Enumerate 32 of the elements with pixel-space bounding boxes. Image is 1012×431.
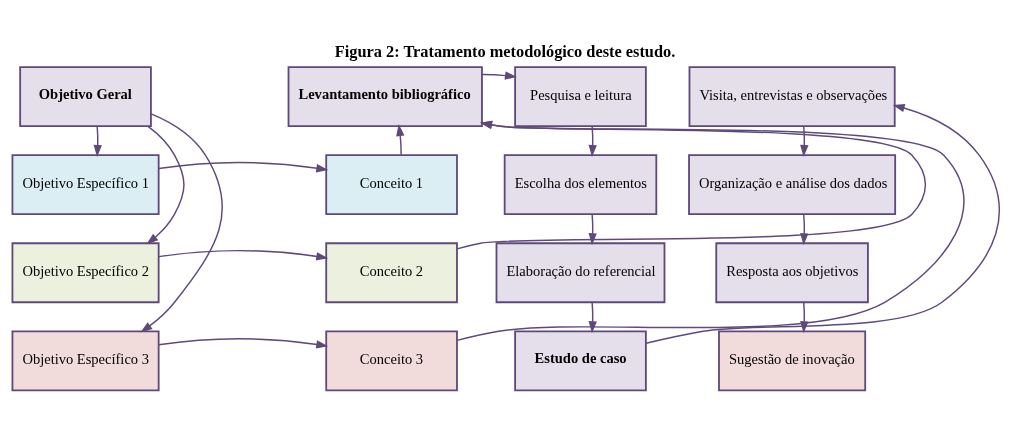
node-box: Objetivo Geral bbox=[19, 65, 152, 127]
node-box: Visita, entrevistas e observações bbox=[688, 65, 896, 127]
arrow bbox=[93, 125, 102, 157]
arrow bbox=[588, 125, 597, 157]
node-box: Elaboração do referencial bbox=[495, 241, 666, 303]
arrow bbox=[456, 120, 927, 250]
arrow bbox=[456, 120, 965, 341]
node-box: Objetivo Específico 1 bbox=[11, 153, 160, 215]
arrow bbox=[588, 301, 597, 333]
node-box: Pesquisa e leitura bbox=[514, 65, 647, 127]
node-box: Sugestão de inovação bbox=[718, 329, 867, 391]
node-box: Organização e análise dos dados bbox=[688, 153, 897, 215]
node-box: Objetivo Específico 3 bbox=[11, 329, 160, 391]
node-box: Levantamento bibliográfico bbox=[287, 65, 483, 127]
arrow bbox=[588, 213, 597, 245]
arrow bbox=[396, 123, 405, 156]
node-box: Conceito 1 bbox=[325, 153, 458, 215]
arrow bbox=[158, 337, 329, 349]
diagram-title: Figura 2: Tratamento metodológico deste estudo. bbox=[334, 41, 676, 61]
arrow bbox=[158, 161, 329, 172]
node-box: Objetivo Específico 2 bbox=[11, 241, 160, 303]
arrow bbox=[645, 103, 1001, 344]
node-box: Resposta aos objetivos bbox=[715, 241, 869, 303]
arrow bbox=[158, 249, 329, 260]
arrow bbox=[481, 70, 517, 80]
node-box: Conceito 3 bbox=[325, 329, 458, 391]
arrow bbox=[146, 125, 185, 244]
arrow bbox=[800, 125, 809, 157]
arrow bbox=[140, 112, 224, 333]
node-box: Estudo de caso bbox=[514, 329, 647, 391]
node-box: Conceito 2 bbox=[325, 241, 458, 303]
node-box: Escolha dos elementos bbox=[503, 153, 658, 215]
